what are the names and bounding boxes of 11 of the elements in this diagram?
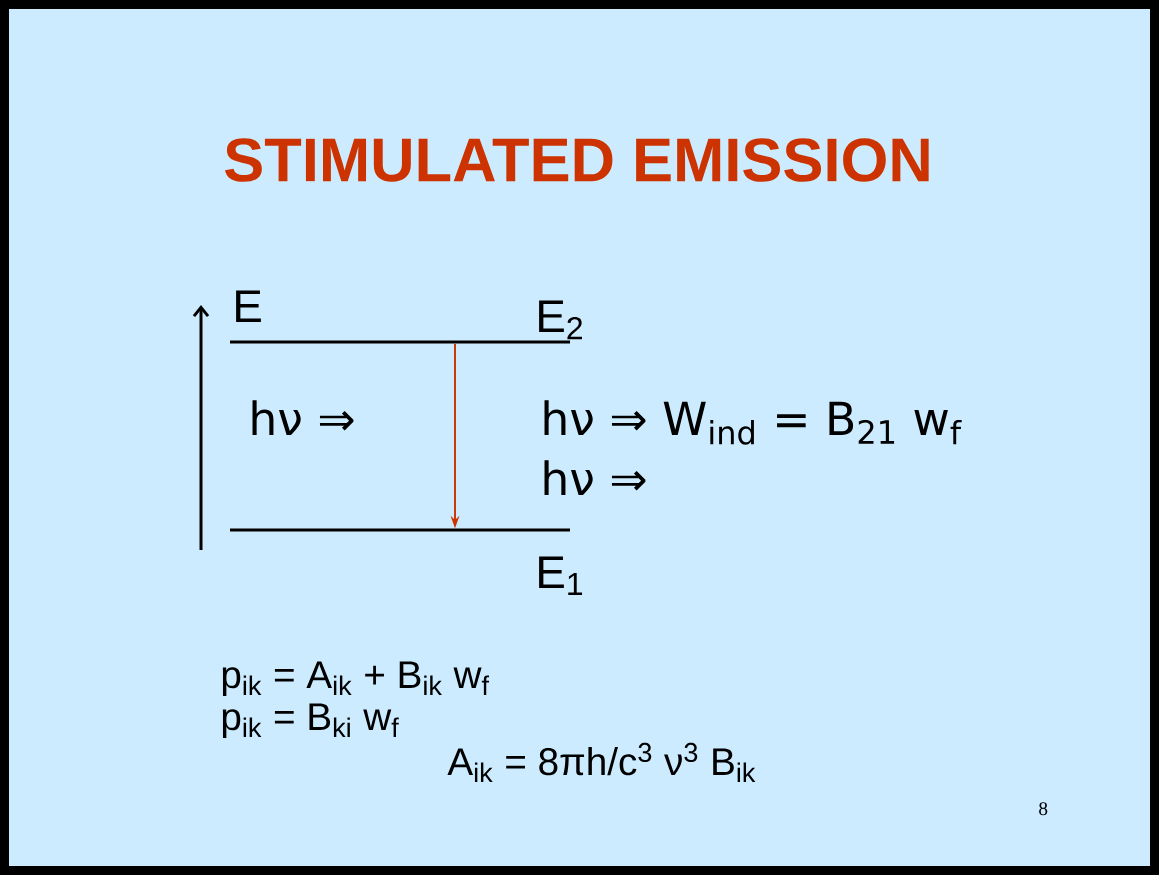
energy-level: E$_{1}$ <box>230 528 583 595</box>
page-number: 8 <box>1039 802 1048 816</box>
slide-title: STIMULATED EMISSION <box>224 138 929 182</box>
node-label: E$_{1}$ <box>539 556 583 595</box>
formula-text: hν ⇒ <box>252 400 354 435</box>
formula-text: p$_{ik}$ = B$_{ki}$ w$_{f}$ <box>222 703 399 738</box>
formula-text: hν ⇒ <box>544 460 646 495</box>
node-label: E$_{2}$ <box>539 300 583 340</box>
formula-text: A$_{ik}$ = 8πh/c$^{3}$ ν$^{3}$ B$_{ik}$ <box>447 742 756 783</box>
formula-text: p$_{ik}$ = A$_{ik}$ + B$_{ik}$ w$_{f}$ <box>222 661 490 696</box>
formula-text: hν ⇒ W$_{ind}$ = B$_{21}$ w$_{f}$ <box>544 400 962 445</box>
